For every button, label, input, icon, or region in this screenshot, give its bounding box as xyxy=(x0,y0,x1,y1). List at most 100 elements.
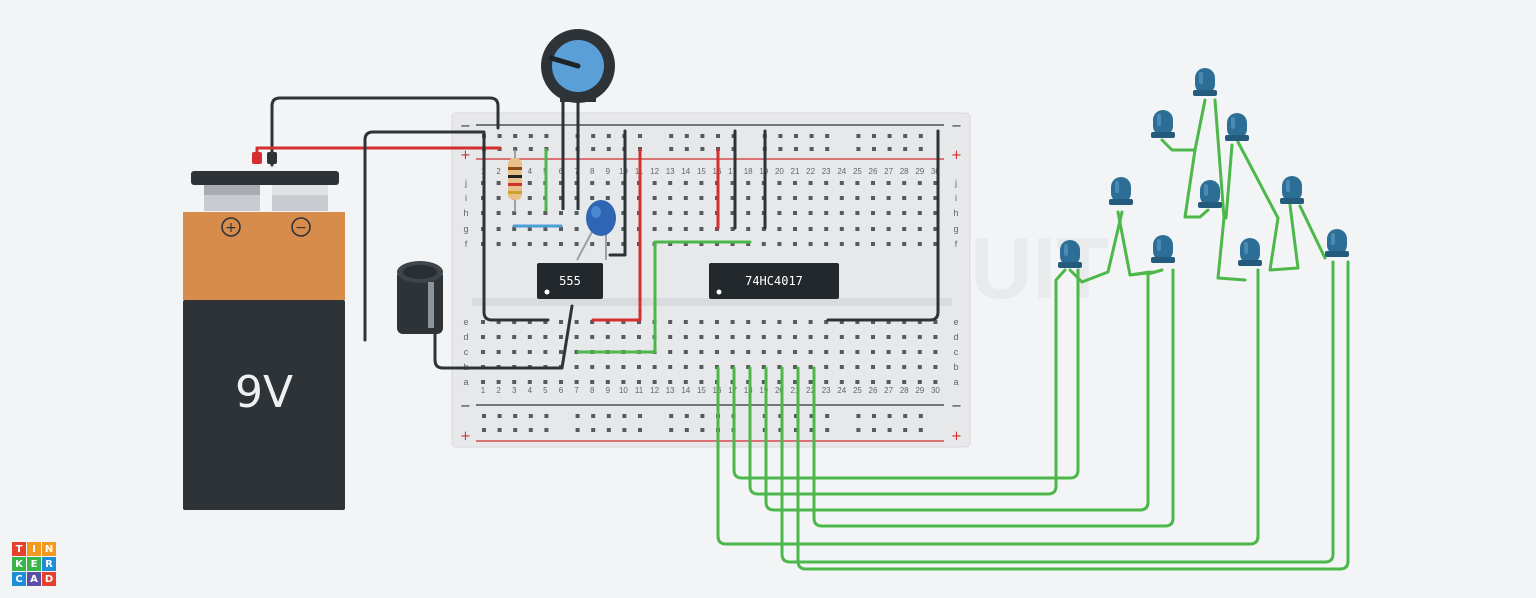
column-label: 21 xyxy=(791,386,800,395)
column-label: 6 xyxy=(559,167,564,176)
row-label: e xyxy=(463,317,468,327)
rail-plus-bottom-left: + xyxy=(460,429,471,444)
column-label: 7 xyxy=(574,386,579,395)
column-label: 15 xyxy=(697,386,706,395)
column-label: 2 xyxy=(496,167,501,176)
column-label: 19 xyxy=(759,386,768,395)
led[interactable] xyxy=(1058,240,1082,268)
row-label: c xyxy=(464,347,469,357)
column-label: 23 xyxy=(822,386,831,395)
battery-minus-sign: − xyxy=(295,220,307,236)
column-label: 18 xyxy=(744,386,753,395)
column-label: 12 xyxy=(650,167,659,176)
logo-letter: R xyxy=(42,557,56,571)
row-label: e xyxy=(953,317,958,327)
column-label: 3 xyxy=(512,386,517,395)
column-label: 29 xyxy=(915,386,924,395)
row-label: d xyxy=(953,332,958,342)
row-label: f xyxy=(465,239,468,249)
column-label: 2 xyxy=(496,386,501,395)
column-label: 9 xyxy=(606,167,611,176)
chip-555[interactable]: 555 xyxy=(537,263,603,299)
board-jumpers[interactable] xyxy=(512,148,752,354)
potentiometer[interactable] xyxy=(541,29,615,210)
led[interactable] xyxy=(1325,229,1349,257)
led-wires[interactable] xyxy=(716,98,1350,571)
battery-label: 9V xyxy=(235,367,293,418)
rail-plus-top-right: + xyxy=(951,148,962,163)
row-label: d xyxy=(463,332,468,342)
column-label: 15 xyxy=(697,167,706,176)
led[interactable] xyxy=(1151,235,1175,263)
column-label: 13 xyxy=(666,386,675,395)
row-label: h xyxy=(463,208,468,218)
column-label: 26 xyxy=(869,386,878,395)
column-label: 22 xyxy=(806,386,815,395)
led[interactable] xyxy=(1225,113,1249,141)
led[interactable] xyxy=(1198,180,1222,208)
row-label: a xyxy=(953,377,958,387)
column-label: 24 xyxy=(837,167,846,176)
battery-9v[interactable]: + − 9V xyxy=(183,171,345,510)
logo-letter: K xyxy=(12,557,26,571)
column-label: 29 xyxy=(915,167,924,176)
rail-minus-bottom-left: − xyxy=(460,399,471,414)
rail-minus-bottom-right: − xyxy=(951,399,962,414)
led[interactable] xyxy=(1151,110,1175,138)
column-label: 5 xyxy=(543,386,548,395)
rail-minus-top-left: − xyxy=(460,119,471,134)
column-label: 30 xyxy=(931,167,940,176)
led[interactable] xyxy=(1280,176,1304,204)
row-label: j xyxy=(464,178,467,188)
column-label: 22 xyxy=(806,167,815,176)
row-label: f xyxy=(955,239,958,249)
column-label: 8 xyxy=(590,167,595,176)
logo-letter: A xyxy=(27,572,41,586)
column-label: 24 xyxy=(837,386,846,395)
column-label: 1 xyxy=(481,386,486,395)
battery-wires[interactable] xyxy=(252,96,502,167)
column-label: 30 xyxy=(931,386,940,395)
column-label: 4 xyxy=(528,386,533,395)
electrolytic-capacitor[interactable] xyxy=(397,261,443,334)
row-label: g xyxy=(463,224,468,234)
led[interactable] xyxy=(1109,177,1133,205)
column-label: 25 xyxy=(853,167,862,176)
row-label: i xyxy=(465,193,467,203)
logo-letter: T xyxy=(12,542,26,556)
column-label: 28 xyxy=(900,167,909,176)
row-label: b xyxy=(953,362,958,372)
column-label: 13 xyxy=(666,167,675,176)
row-label: g xyxy=(953,224,958,234)
rail-minus-top-right: − xyxy=(951,119,962,134)
led[interactable] xyxy=(1193,68,1217,96)
column-label: 14 xyxy=(681,167,690,176)
red-wires[interactable] xyxy=(591,148,720,322)
row-label: j xyxy=(954,178,957,188)
column-label: 11 xyxy=(635,386,644,395)
row-label: a xyxy=(463,377,468,387)
column-label: 27 xyxy=(884,167,893,176)
chip-74hc4017[interactable]: 74HC4017 xyxy=(709,263,839,299)
row-label: h xyxy=(953,208,958,218)
logo-letter: I xyxy=(27,542,41,556)
column-label: 4 xyxy=(528,167,533,176)
battery-plus-sign: + xyxy=(225,220,237,236)
column-label: 14 xyxy=(681,386,690,395)
ceramic-capacitor[interactable] xyxy=(576,200,616,261)
column-label: 26 xyxy=(869,167,878,176)
column-label: 25 xyxy=(853,386,862,395)
resistor[interactable] xyxy=(508,150,522,212)
rail-plus-top-left: + xyxy=(460,148,471,163)
column-label: 21 xyxy=(791,167,800,176)
black-wires[interactable] xyxy=(363,129,940,370)
led[interactable] xyxy=(1238,238,1262,266)
logo-letter: C xyxy=(12,572,26,586)
column-label: 28 xyxy=(900,386,909,395)
chip-555-label: 555 xyxy=(559,274,581,288)
column-label: 23 xyxy=(822,167,831,176)
logo-letter: D xyxy=(42,572,56,586)
row-label: c xyxy=(954,347,959,357)
